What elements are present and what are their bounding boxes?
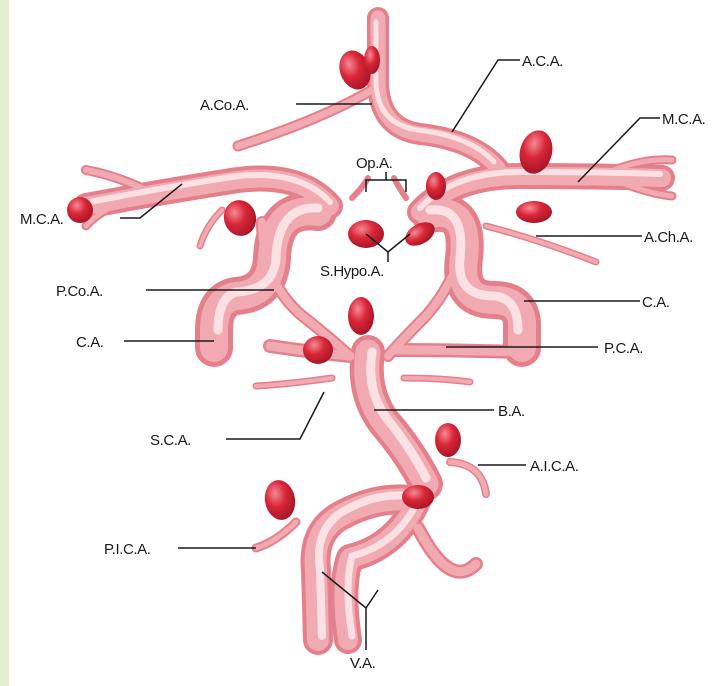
label-aca: A.C.A.	[522, 53, 563, 70]
aneurysm-vertebral-junction	[402, 485, 434, 509]
aneurysm-left-mca-tip	[67, 197, 93, 223]
label-ba: B.A.	[498, 403, 525, 420]
label-aica: A.I.C.A.	[530, 458, 578, 475]
aneurysm-basilar-tip	[348, 297, 374, 335]
aneurysm-ophthalmic	[426, 172, 446, 200]
label-pcoa: P.Co.A.	[56, 283, 103, 300]
label-acoa: A.Co.A.	[200, 97, 249, 114]
aneurysm-right-mca-lower	[516, 201, 552, 223]
label-ca-left: C.A.	[76, 334, 104, 351]
label-va: V.A.	[350, 655, 375, 672]
label-mca-right: M.C.A.	[662, 111, 705, 128]
aneurysm-pica	[262, 478, 298, 523]
aneurysm-left-mca-bifurcation	[220, 196, 260, 239]
aneurysm-acoa-small	[364, 46, 380, 74]
label-sca: S.C.A.	[150, 432, 191, 449]
label-acha: A.Ch.A.	[644, 229, 693, 246]
vessel-network	[86, 18, 672, 640]
label-opa: Op.A.	[356, 155, 392, 172]
label-shypoa: S.Hypo.A.	[320, 263, 384, 280]
aneurysm-aica	[435, 423, 461, 457]
pointer-aca	[452, 60, 520, 132]
pointer-sca	[226, 392, 324, 439]
optic-branch-right	[394, 178, 406, 198]
label-ca-right: C.A.	[642, 294, 670, 311]
label-pica: P.I.C.A.	[104, 541, 151, 558]
label-mca-left: M.C.A.	[20, 211, 63, 228]
aneurysm-left-sca	[303, 336, 333, 364]
label-pca: P.C.A.	[604, 340, 643, 357]
